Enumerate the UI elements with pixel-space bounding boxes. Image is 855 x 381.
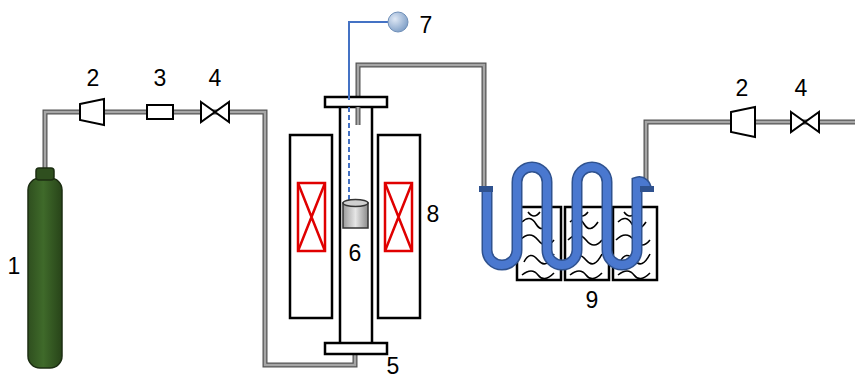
callout-number: 6 — [349, 242, 362, 265]
callout-number: 1 — [8, 255, 21, 278]
callout-number: 4 — [795, 77, 808, 100]
callout-number: 2 — [736, 77, 749, 100]
callout-number: 9 — [586, 289, 599, 312]
callout-number: 8 — [427, 203, 440, 226]
callout-number: 4 — [209, 67, 222, 90]
callout-number: 7 — [420, 14, 433, 37]
callout-number: 3 — [154, 67, 167, 90]
callout-number: 2 — [87, 67, 100, 90]
callout-number: 5 — [387, 355, 400, 378]
